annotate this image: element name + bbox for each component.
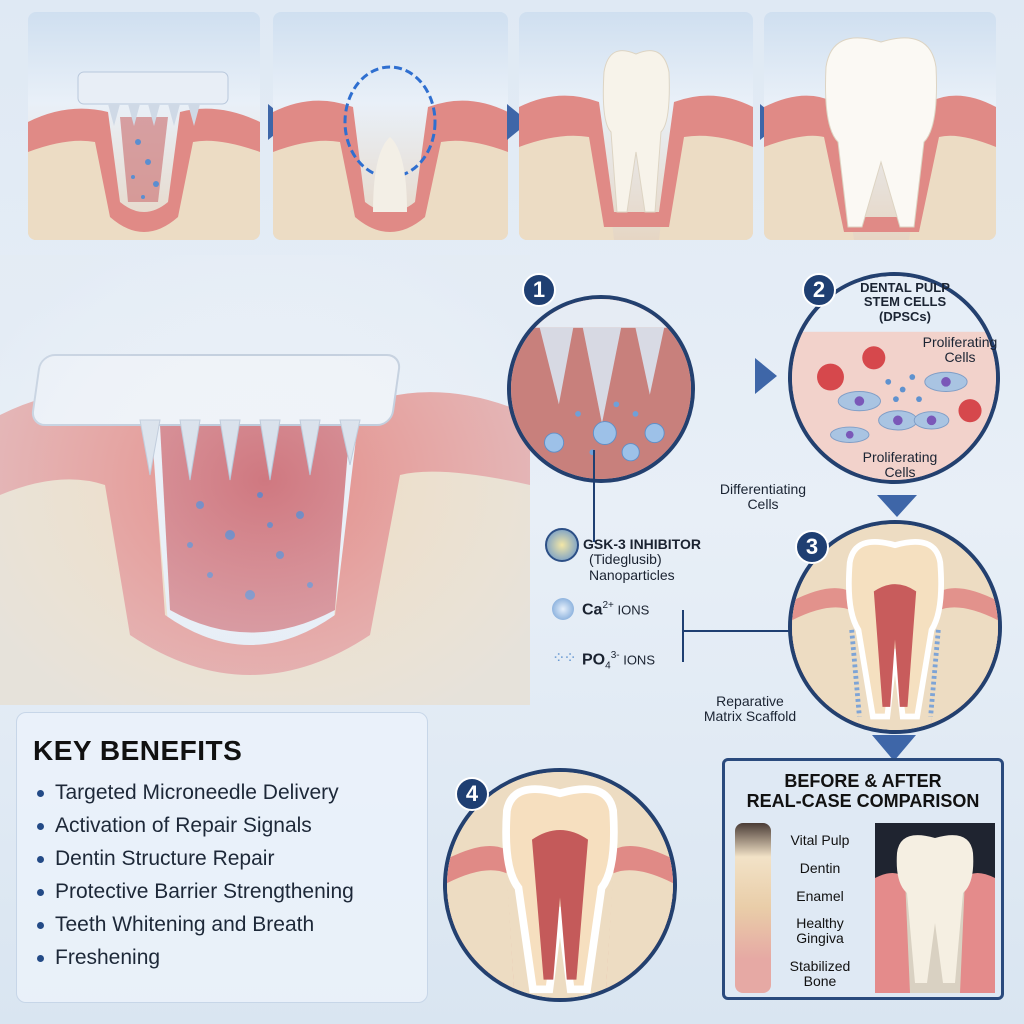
microneedle-release-closeup [507, 295, 695, 483]
microneedle-patch-illustration [0, 255, 530, 705]
label-dentin: Dentin [799, 860, 841, 876]
calcium-ion-icon [552, 598, 574, 620]
title-line: REAL-CASE COMPARISON [746, 791, 980, 812]
title-line: DENTAL PULP [860, 280, 950, 295]
label-line: Proliferating [862, 449, 938, 465]
label-line: Bone [803, 973, 837, 990]
ca-suffix: IONS [613, 602, 650, 618]
benefits-list: Targeted Microneedle Delivery Activation… [33, 781, 411, 970]
gsk-title: GSK-3 INHIBITOR [583, 536, 701, 552]
stage-panel-patch-applied [28, 12, 260, 240]
label-line: Cells [944, 349, 976, 366]
benefit-item: Dentin Structure Repair [33, 847, 411, 871]
title-line: BEFORE & AFTER [784, 771, 942, 791]
label-line: Proliferating [922, 334, 998, 350]
connector-line [682, 630, 790, 632]
label-line: Healthy [796, 915, 844, 931]
phosphate-ions-legend: PO43- IONS [582, 650, 655, 672]
ca-symbol: Ca [582, 601, 603, 619]
po-suffix: IONS [619, 652, 655, 668]
label-line: Gingiva [796, 930, 844, 947]
step-badge-1: 1 [522, 273, 556, 307]
connector-line [593, 450, 595, 542]
benefit-item: Activation of Repair Signals [33, 814, 411, 838]
benefit-item: Targeted Microneedle Delivery [33, 781, 411, 805]
label-line: Matrix Scaffold [703, 708, 797, 725]
nanoparticle-icon [545, 528, 579, 562]
key-benefits-panel: KEY BENEFITS Targeted Microneedle Delive… [16, 712, 428, 1003]
bracket-line [682, 610, 684, 662]
benefit-item: Protective Barrier Strengthening [33, 880, 411, 904]
step-badge-2: 2 [802, 273, 836, 307]
label-enamel: Enamel [796, 888, 844, 904]
arrow-down-icon [872, 735, 916, 761]
label-line: Cells [747, 496, 779, 513]
ca-charge: 2+ [602, 600, 614, 611]
stage-panel-tooth-regrowing [519, 12, 753, 240]
label-line: Reparative [716, 693, 784, 709]
calcium-ions-legend: Ca2+ IONS [582, 600, 649, 619]
before-photo [735, 823, 771, 993]
gsk-inhibitor-legend: GSK-3 INHIBITOR (Tideglusib) Nanoparticl… [583, 536, 701, 583]
step-badge-4: 4 [455, 777, 489, 811]
po-subscript: 4 [605, 660, 611, 672]
arrow-right-icon [755, 358, 777, 394]
gsk-subtitle: Nanoparticles [589, 566, 675, 583]
po-charge: 3- [610, 650, 620, 661]
label-line: Cells [884, 464, 916, 481]
after-photo [875, 823, 995, 993]
label-vital-pulp: Vital Pulp [790, 832, 850, 848]
benefit-item: Freshening [33, 946, 411, 970]
gsk-subtitle: (Tideglusib) [589, 551, 662, 568]
label-line: Stabilized [789, 958, 851, 974]
title-line: (DPSCs) [878, 308, 931, 324]
label-line: Differentiating [719, 481, 807, 497]
arrow-down-icon [877, 495, 917, 517]
reparative-matrix-closeup [788, 520, 1002, 734]
po-symbol: PO [582, 651, 606, 669]
stage-panel-scaffold [273, 12, 508, 240]
key-benefits-title: KEY BENEFITS [33, 735, 243, 766]
stage-panel-tooth-restored [764, 12, 996, 240]
benefit-item: Teeth Whitening and Breath [33, 913, 411, 937]
step-badge-3: 3 [795, 530, 829, 564]
phosphate-ion-icon: ⁘⁘ [552, 650, 577, 667]
title-line: STEM CELLS [863, 294, 947, 310]
